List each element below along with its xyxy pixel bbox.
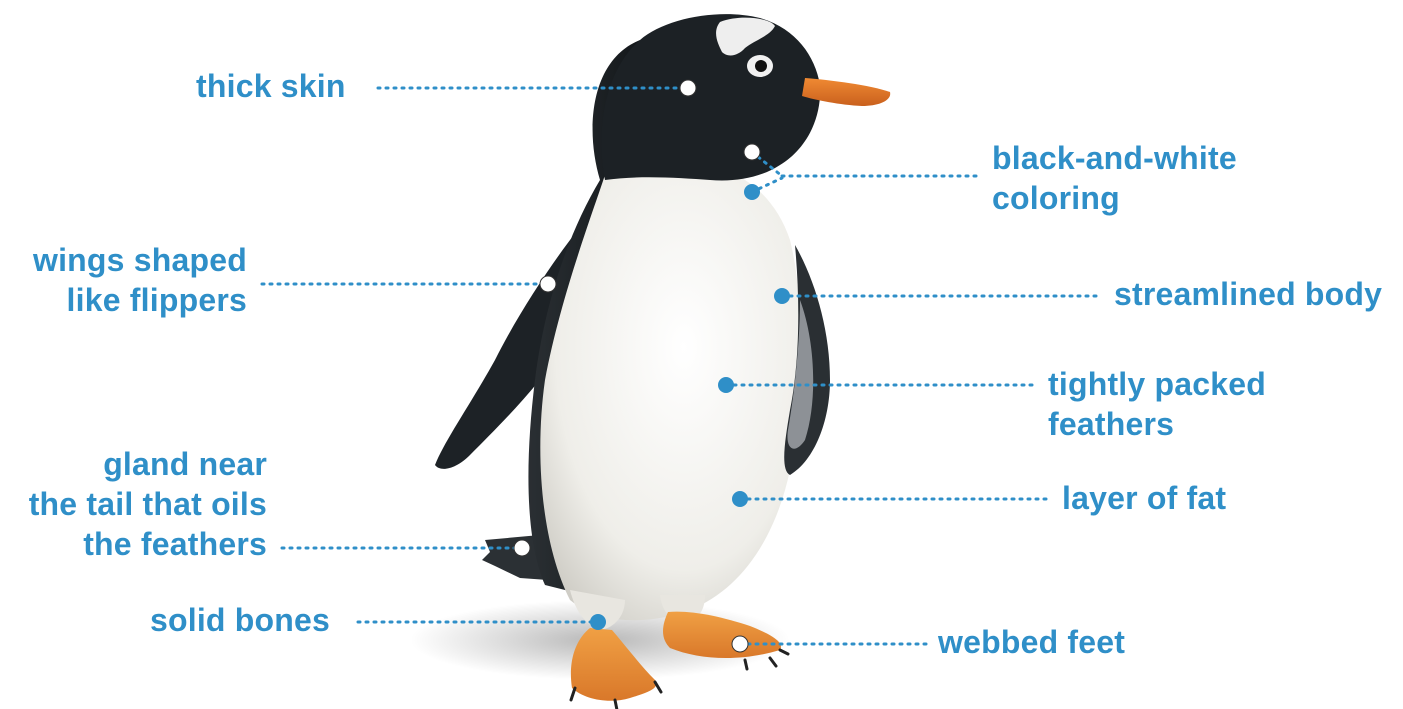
label-line: layer of fat: [1062, 478, 1226, 518]
label-line: the tail that oils: [29, 484, 267, 524]
label-line: webbed feet: [938, 622, 1125, 662]
label-solid-bones: solid bones: [150, 600, 330, 640]
label-line: tightly packed: [1048, 364, 1266, 404]
penguin-pupil: [755, 60, 767, 72]
label-line: gland near: [29, 444, 267, 484]
penguin-right-foot: [663, 612, 781, 658]
label-line: streamlined body: [1114, 274, 1382, 314]
label-webbed-feet: webbed feet: [938, 622, 1125, 662]
penguin-head: [601, 14, 820, 180]
anchor-dot-coloring-lower: [744, 184, 760, 200]
anchor-dot-webbed-feet: [732, 636, 748, 652]
label-line: coloring: [992, 178, 1237, 218]
label-gland-near-tail: gland near the tail that oils the feathe…: [29, 444, 267, 564]
label-layer-of-fat: layer of fat: [1062, 478, 1226, 518]
label-line: solid bones: [150, 600, 330, 640]
label-line: thick skin: [196, 66, 346, 106]
anchor-dot-packed-feathers: [718, 377, 734, 393]
label-line: feathers: [1048, 404, 1266, 444]
anchor-dot-layer-of-fat: [732, 491, 748, 507]
label-thick-skin: thick skin: [196, 66, 346, 106]
label-line: wings shaped: [33, 240, 247, 280]
anchor-dot-wings: [540, 276, 556, 292]
label-line: the feathers: [29, 524, 267, 564]
anchor-dot-gland: [514, 540, 530, 556]
anchor-dot-streamlined-body: [774, 288, 790, 304]
anchor-dot-thick-skin: [680, 80, 696, 96]
label-black-and-white-coloring: black-and-white coloring: [992, 138, 1237, 218]
label-wings-shaped-like-flippers: wings shaped like flippers: [33, 240, 247, 320]
label-line: like flippers: [33, 280, 247, 320]
label-tightly-packed-feathers: tightly packed feathers: [1048, 364, 1266, 444]
anchor-dot-coloring-upper: [744, 144, 760, 160]
label-line: black-and-white: [992, 138, 1237, 178]
label-streamlined-body: streamlined body: [1114, 274, 1382, 314]
anchor-dot-solid-bones: [590, 614, 606, 630]
